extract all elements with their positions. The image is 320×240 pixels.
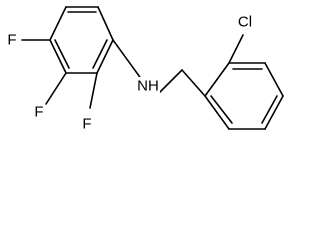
- chemical-structure: F F F NH Cl: [7, 6, 284, 133]
- bond-c-f-middle: [45, 72, 67, 105]
- bond: [49, 6, 67, 41]
- double-bond-inner: [92, 39, 108, 69]
- bond: [204, 95, 230, 130]
- chlorophenyl-ring: [204, 62, 284, 130]
- bond: [264, 95, 284, 130]
- bond-c-n: [112, 39, 143, 81]
- bond-ch2-ring: [181, 69, 206, 97]
- bond: [96, 39, 114, 74]
- fluorine-label-top: F: [7, 32, 16, 49]
- bond-c-f-bottom: [89, 72, 98, 109]
- double-bond-inner: [54, 39, 70, 69]
- bond: [264, 62, 284, 97]
- trifluorophenyl-ring: [49, 6, 114, 74]
- bond: [204, 62, 230, 97]
- bond-n-ch2: [159, 69, 183, 93]
- bond: [49, 39, 67, 74]
- amine-label: NH: [137, 78, 159, 95]
- fluorine-label-bottom: F: [82, 116, 91, 133]
- chlorine-label: Cl: [238, 14, 252, 31]
- double-bond-inner: [210, 95, 233, 124]
- bond-c-cl: [228, 34, 244, 64]
- fluorine-label-middle: F: [34, 104, 43, 121]
- bond: [97, 6, 114, 41]
- double-bond-inner: [261, 95, 278, 124]
